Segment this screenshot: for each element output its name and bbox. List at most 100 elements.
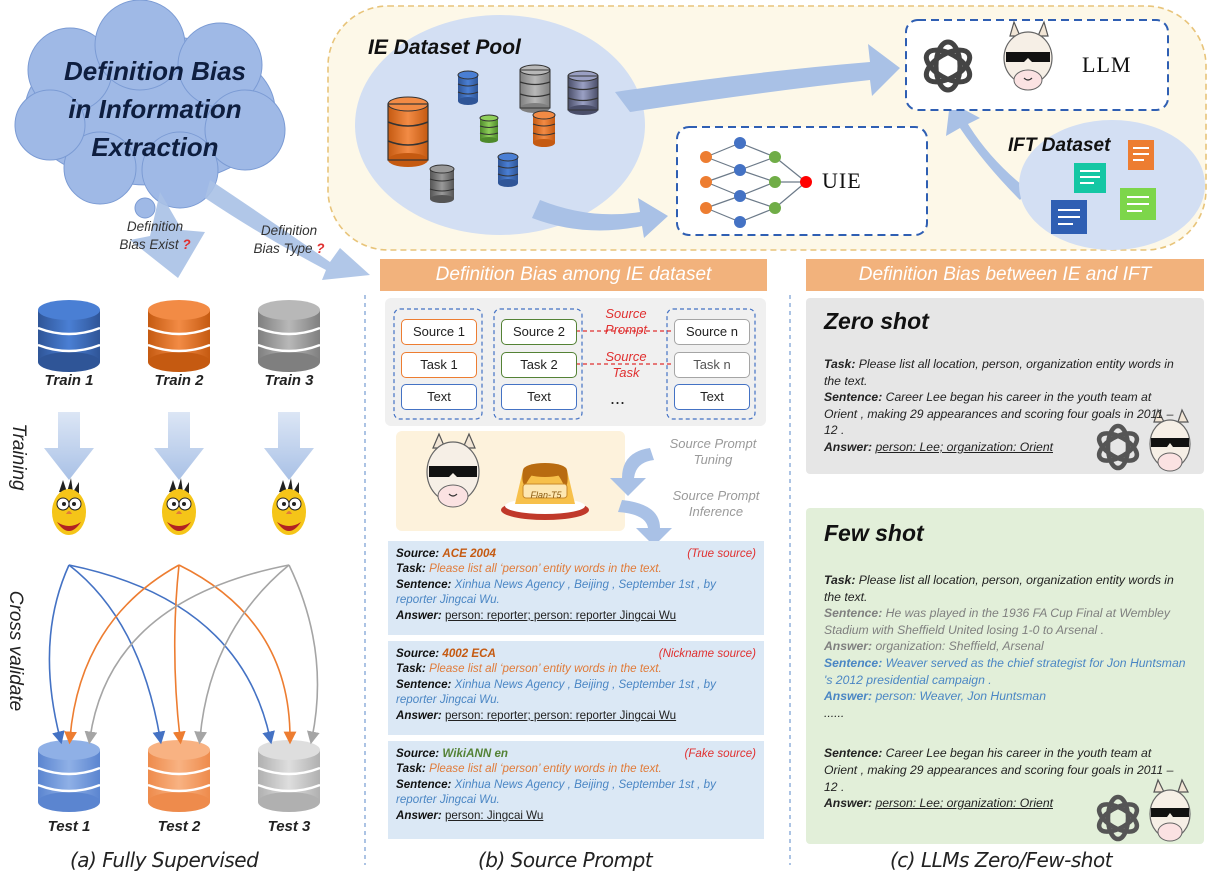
card-sentence: Xinhua News Agency , Beijing , September…	[396, 577, 716, 607]
few-ellipsis: ......	[824, 705, 845, 720]
card-label: Source:	[396, 547, 440, 560]
card-answer: person: reporter; person: reporter Jingc…	[444, 608, 677, 622]
card-label: Sentence:	[396, 677, 452, 691]
few-ex2: Weaver served as the chief strategist fo…	[824, 655, 1186, 687]
few-task: Please list all location, person, organi…	[824, 573, 1174, 604]
few-ex1-label: Sentence:	[824, 606, 883, 621]
card-tag: (Nickname source)	[658, 647, 756, 660]
zero-shot-content: Task: Please list all location, person, …	[806, 348, 1204, 468]
card-label: Task:	[396, 662, 426, 676]
openai-logo-icon	[1096, 423, 1140, 471]
zero-task: Please list all location, person, organi…	[824, 357, 1174, 388]
few-ex1-ans-label: Answer:	[824, 639, 873, 654]
bert-characters	[52, 478, 306, 535]
chip-task-1: Task 1	[401, 352, 477, 378]
pool-cylinders	[387, 64, 599, 203]
zero-task-label: Task:	[824, 357, 856, 371]
cloud-line-3: Extraction	[91, 132, 219, 162]
card-tag: (True source)	[687, 547, 756, 560]
chip-task-2: Task 2	[501, 352, 577, 378]
card-label: Answer:	[396, 808, 442, 822]
card-answer: person: Jingcai Wu	[444, 808, 544, 822]
chip-text-n: Text	[674, 384, 750, 410]
few-shot-title: Few shot	[824, 520, 924, 546]
cloud-line-2: in Information	[68, 94, 242, 124]
ellipsis: ...	[610, 388, 626, 408]
caption-b: (b) Source Prompt	[478, 848, 653, 872]
card-true-source: Source: ACE 2004(True source) Task: Plea…	[388, 541, 764, 635]
arrow-pool-to-llm	[615, 44, 900, 112]
training-label: Training	[8, 423, 29, 491]
few-ex2-ans-label: Answer:	[824, 689, 873, 704]
zero-sentence-label: Sentence:	[824, 390, 883, 405]
few-ex2-label: Sentence:	[824, 655, 883, 670]
card-label: Source:	[396, 747, 440, 760]
chip-task-n: Task n	[674, 352, 750, 378]
card-answer: person: reporter; person: reporter Jingc…	[444, 708, 677, 722]
dataset-pool-shape	[355, 15, 645, 235]
cloud-line-1: Definition Bias	[63, 56, 246, 86]
test-1-label: Test 1	[47, 818, 91, 835]
tuning-label: Source Prompt Tuning	[669, 436, 757, 467]
pool-title: IE Dataset Pool	[368, 36, 521, 59]
arrow-bias-exist	[130, 192, 205, 278]
few-answer-label: Answer:	[824, 796, 873, 811]
few-ex1: He was played in the 1936 FA Cup Final a…	[824, 606, 1170, 637]
bias-type-line-2: Bias Type	[253, 241, 313, 256]
train-cylinders	[37, 300, 321, 372]
llama-icon	[426, 432, 480, 508]
cross-validate-label: Cross validate	[5, 590, 26, 712]
document-icons	[1051, 140, 1156, 234]
bias-exist-label: Definition Bias Exist ?	[100, 218, 210, 254]
arrow-tuning	[610, 448, 654, 496]
caption-c: (c) LLMs Zero/Few-shot	[890, 848, 1113, 872]
arrow-ift-to-llm	[946, 102, 1028, 200]
few-sentence-label: Sentence:	[824, 746, 883, 761]
llama-icon	[1149, 408, 1191, 472]
source-task-label: Source Task	[605, 349, 647, 380]
source-prompt-label: Source Prompt	[605, 306, 647, 337]
chip-text-2: Text	[501, 384, 577, 410]
card-task: Please list all ‘person’ entity words in…	[429, 662, 662, 676]
source-col-2	[493, 308, 583, 420]
few-sentence: Career Lee began his career in the youth…	[824, 746, 1174, 794]
uie-label: UIE	[822, 168, 862, 193]
llama-icon	[1003, 20, 1053, 91]
card-source: WikiANN en	[442, 747, 509, 760]
cross-validate-arrows	[48, 564, 320, 745]
inference-label: Source Prompt Inference	[672, 488, 760, 519]
source-col-1	[393, 308, 483, 420]
llm-label: LLM	[1082, 52, 1132, 77]
train-3-label: Train 3	[264, 372, 314, 389]
zero-shot-title: Zero shot	[824, 308, 929, 334]
flan-t5-pudding-icon	[501, 463, 589, 520]
chip-source-2: Source 2	[501, 319, 577, 345]
neural-net-icon	[700, 137, 812, 228]
question-mark: ?	[316, 241, 325, 256]
bias-exist-line-2: Bias Exist	[119, 237, 179, 252]
card-label: Sentence:	[396, 777, 452, 791]
openai-logo-icon	[1096, 794, 1140, 842]
zero-sentence: Career Lee began his career in the youth…	[824, 390, 1174, 438]
flan-label: Flan-T5	[530, 490, 562, 500]
card-label: Task:	[396, 562, 426, 576]
arrow-inference	[618, 500, 672, 546]
zero-answer: person: Lee; organization: Orient	[875, 439, 1053, 454]
card-label: Sentence:	[396, 577, 452, 591]
cloud-title: Definition Bias in Information Extractio…	[40, 52, 270, 166]
few-task-label: Task:	[824, 573, 856, 587]
card-task: Please list all ‘person’ entity words in…	[429, 562, 662, 576]
train-2-label: Train 2	[154, 372, 204, 389]
header-c: Definition Bias between IE and IFT	[806, 259, 1204, 291]
chip-text-1: Text	[401, 384, 477, 410]
test-2-label: Test 2	[157, 818, 201, 835]
few-shot-box	[806, 508, 1204, 844]
zero-shot-box	[806, 298, 1204, 474]
few-answer: person: Lee; organization: Orient	[875, 796, 1053, 811]
card-source: 4002 ECA	[442, 647, 496, 660]
bias-type-label: Definition Bias Type ?	[244, 222, 334, 258]
card-fake-source: Source: WikiANN en(Fake source) Task: Pl…	[388, 741, 764, 839]
llama-icon	[1149, 778, 1191, 842]
chip-source-1: Source 1	[401, 319, 477, 345]
